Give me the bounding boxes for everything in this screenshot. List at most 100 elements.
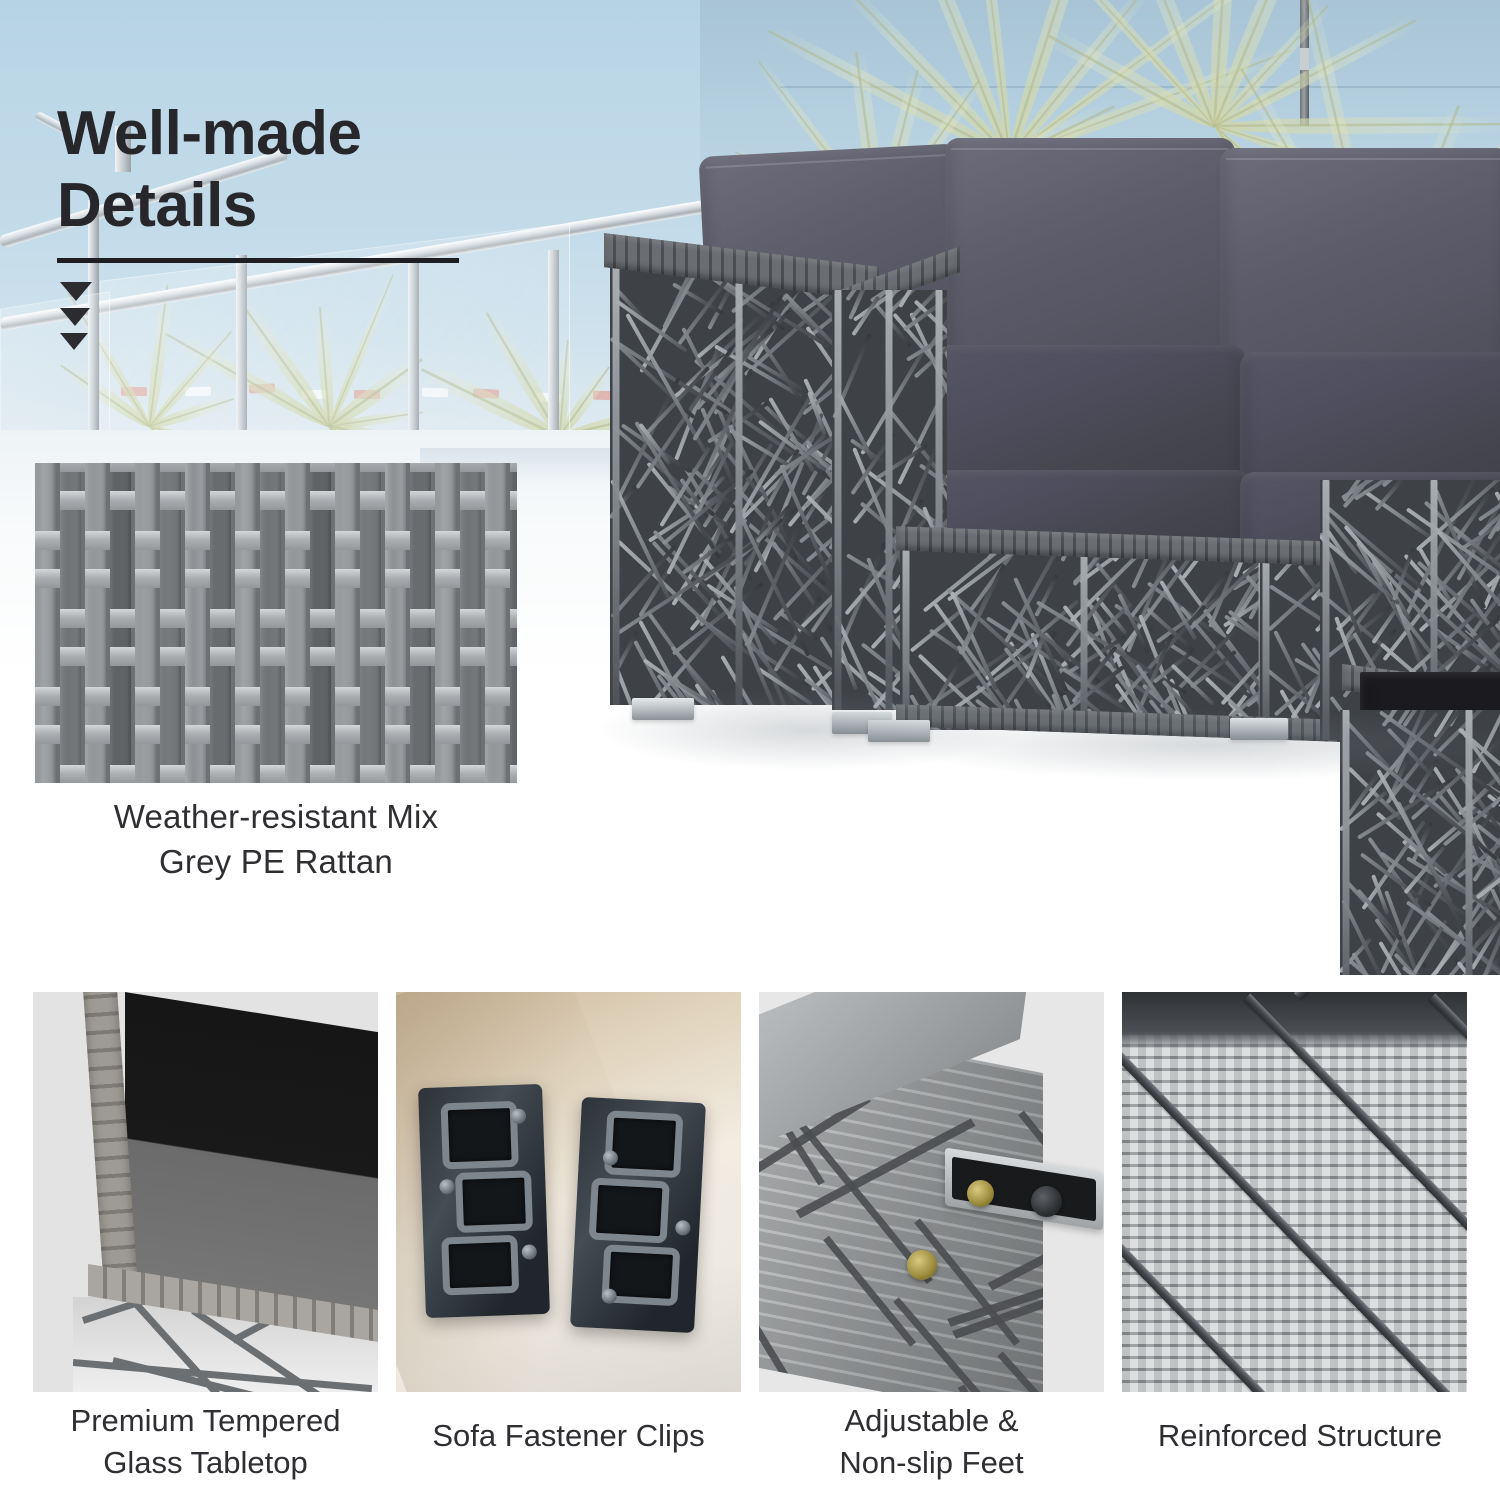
rattan-cross-strand (385, 569, 410, 588)
rattan-cross-strand (285, 687, 310, 706)
rattan-cross-strand (310, 647, 335, 666)
rail-post (548, 250, 559, 470)
rattan-cross-strand (135, 687, 160, 706)
chevron-down-icon (60, 333, 88, 350)
panel-caption-2: Sofa Fastener Clips (396, 1415, 741, 1457)
rattan-cross-strand (510, 491, 517, 510)
rattan-cross-strand (35, 531, 60, 550)
sofa-foot (1230, 718, 1288, 740)
rattan-cross-strand (410, 765, 435, 783)
rattan-cross-strand (110, 463, 135, 472)
rattan-cross-strand (310, 765, 335, 783)
rattan-post (1322, 480, 1330, 740)
rattan-cross-strand (110, 647, 135, 666)
rattan-cross-strand (235, 687, 260, 706)
rattan-cross-strand (335, 531, 360, 550)
rattan-strand (1363, 489, 1432, 539)
rattan-cross-strand (360, 647, 385, 666)
rattan-post (885, 290, 892, 710)
hero-section: Well-made Details Weather-resistant Mix … (0, 0, 1500, 975)
rattan-cross-strand (285, 531, 310, 550)
rattan-cross-strand (360, 765, 385, 783)
rattan-cross-strand (260, 647, 285, 666)
rattan-cross-strand (85, 531, 110, 550)
rattan-cross-strand (485, 531, 510, 550)
rattan-cross-strand (260, 463, 285, 472)
panel-reinforced-structure (1122, 992, 1467, 1392)
swatch-caption: Weather-resistant Mix Grey PE Rattan (0, 795, 552, 884)
rattan-cross-strand (135, 725, 160, 744)
rattan-cross-strand (460, 647, 485, 666)
rattan-cross-strand (335, 569, 360, 588)
rattan-cross-strand (310, 491, 335, 510)
sofa-left-arm-lattice (610, 265, 870, 705)
rattan-cross-strand (485, 725, 510, 744)
rattan-cross-strand (60, 463, 85, 472)
rattan-cross-strand (510, 463, 517, 472)
rattan-cross-strand (110, 765, 135, 783)
fastener-clip-left (418, 1083, 550, 1319)
rattan-cross-strand (110, 491, 135, 510)
rattan-cross-strand (60, 609, 85, 628)
rattan-cross-strand (410, 491, 435, 510)
clip-rivet (439, 1179, 455, 1195)
panel-caption-1: Premium Tempered Glass Tabletop (33, 1400, 378, 1484)
clip-rivet (521, 1244, 538, 1260)
rattan-post (1080, 550, 1088, 730)
rattan-cross-strand (35, 569, 60, 588)
sofa-foot (632, 698, 694, 720)
rattan-cross-strand (460, 463, 485, 472)
rattan-cross-strand (235, 569, 260, 588)
rattan-cross-strand (310, 609, 335, 628)
rattan-cross-strand (235, 725, 260, 744)
side-table-lattice (1340, 710, 1500, 975)
rattan-cross-strand (160, 765, 185, 783)
rattan-cross-strand (35, 687, 60, 706)
adjustable-foot-screw-icon (907, 1250, 937, 1280)
floor-shadow (900, 710, 1500, 780)
rattan-cross-strand (85, 569, 110, 588)
rattan-cross-strand (260, 609, 285, 628)
caption-line-1: Premium Tempered (70, 1403, 341, 1438)
rattan-cross-strand (335, 725, 360, 744)
rattan-cross-strand (135, 569, 160, 588)
rattan-cross-strand (85, 687, 110, 706)
rattan-cross-strand (235, 531, 260, 550)
rattan-post (612, 265, 620, 705)
tempered-glass-top (125, 992, 378, 1320)
rattan-cross-strand (435, 569, 460, 588)
caption-line-1: Reinforced Structure (1157, 1418, 1443, 1453)
swatch-caption-line-2: Grey PE Rattan (159, 842, 393, 880)
rattan-cross-strand (160, 647, 185, 666)
swatch-caption-line-1: Weather-resistant Mix (113, 798, 439, 835)
rattan-cross-strand (510, 609, 517, 628)
rattan-cross-strand (160, 609, 185, 628)
rattan-cross-strand (435, 725, 460, 744)
rattan-cross-strand (335, 687, 360, 706)
caption-line-1: Adjustable & (844, 1403, 1019, 1438)
cross-strand (997, 1351, 1043, 1392)
light-pole-band (1300, 48, 1309, 70)
horizon-line (780, 86, 1500, 88)
rattan-cross-strand (35, 725, 60, 744)
rattan-cross-strand (185, 531, 210, 550)
panel-caption-3: Adjustable & Non-slip Feet (759, 1400, 1104, 1484)
rattan-cross-strand (410, 463, 435, 472)
rattan-cross-strand (185, 569, 210, 588)
clip-rivet (675, 1219, 691, 1236)
rattan-post (834, 290, 842, 710)
feature-panel-row (0, 992, 1500, 1392)
rattan-cross-strand (60, 647, 85, 666)
black-screw-icon (1031, 1186, 1062, 1217)
rattan-cross-strand (385, 531, 410, 550)
rattan-cross-strand (510, 647, 517, 666)
panel-sofa-fastener-clips (396, 992, 741, 1392)
rattan-cross-strand (410, 647, 435, 666)
rattan-cross-strand (85, 725, 110, 744)
headline-line-1: Well-made (57, 99, 362, 168)
panel-tempered-glass-tabletop (33, 992, 378, 1392)
sofa-foot (868, 720, 930, 742)
rattan-cross-strand (210, 609, 235, 628)
brass-screw-icon (967, 1180, 994, 1207)
clip-notch (455, 1170, 534, 1233)
